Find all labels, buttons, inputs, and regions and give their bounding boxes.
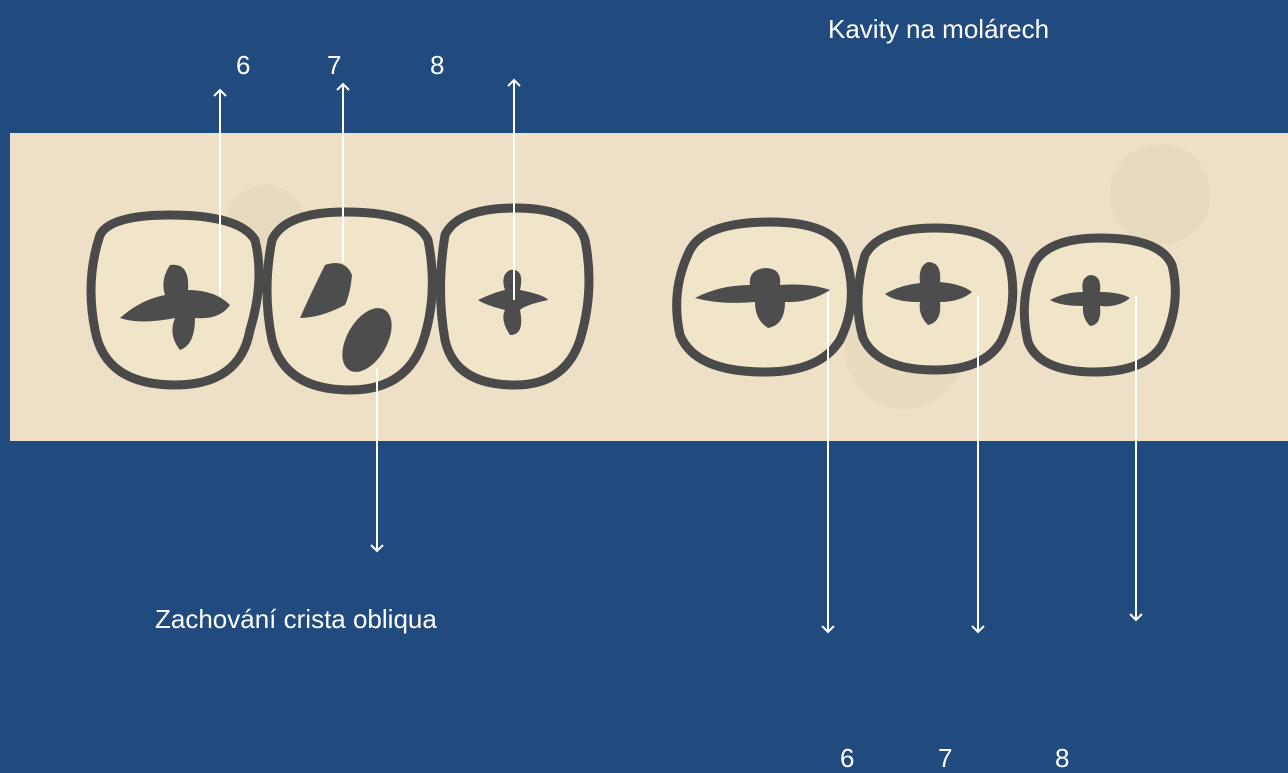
lower-number-7: 7	[938, 745, 952, 771]
right-molar-7	[858, 228, 1013, 370]
right-molar-6	[677, 222, 852, 372]
right-molar-8	[1024, 238, 1175, 372]
left-molar-6	[91, 215, 259, 385]
lower-number-6: 6	[840, 745, 854, 771]
left-molar-7	[267, 212, 432, 390]
lower-number-8: 8	[1055, 745, 1069, 771]
crista-obliqua-label: Zachování crista obliqua	[155, 606, 437, 632]
